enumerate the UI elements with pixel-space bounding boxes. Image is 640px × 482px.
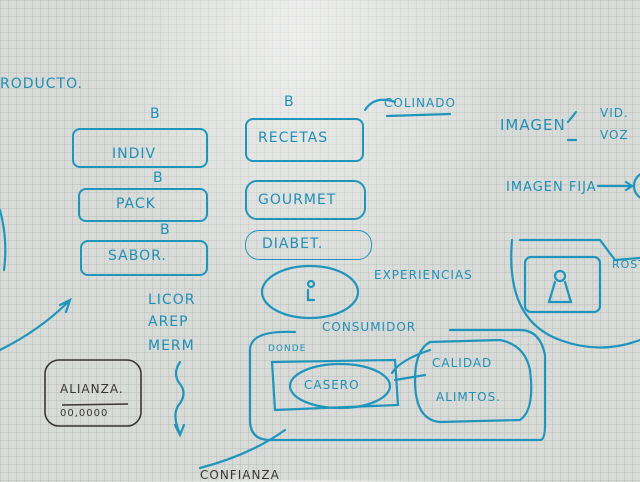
list-item: LICOR (148, 292, 196, 308)
box-recetas (245, 118, 364, 162)
mark-b: B (153, 170, 164, 186)
label-pack: PACK (116, 196, 156, 212)
label-imagen-fija: IMAGEN FIJA (506, 180, 597, 195)
label-alianza: ALIANZA. (60, 382, 124, 396)
label-rostro: ROSTRO (612, 258, 640, 271)
list-item: AREP (148, 314, 189, 330)
option-vid: VID. (600, 106, 629, 120)
label-experiencias: EXPERIENCIAS (374, 268, 473, 282)
mark-b: B (160, 222, 171, 238)
label-recetas: RECETAS (258, 130, 329, 146)
label-indiv: INDIV (112, 146, 157, 162)
note-text: COLINADO (384, 96, 456, 110)
list-item: MERM (148, 338, 195, 354)
label-sabor: SABOR. (108, 248, 167, 264)
mark-b: B (150, 106, 161, 122)
box-indiv (72, 128, 208, 168)
label-donde: DONDE (268, 344, 307, 354)
box-gourmet (245, 180, 366, 220)
heading-text: RODUCTO. (0, 76, 84, 92)
label-casero: CASERO (304, 378, 360, 392)
box-sabor (80, 240, 208, 276)
label-calidad: CALIDAD (432, 356, 493, 370)
label-imagen: IMAGEN (500, 116, 566, 134)
label-consumidor: CONSUMIDOR (322, 320, 417, 334)
alianza-value: 00,0000 (60, 408, 109, 419)
label-confianza: CONFIANZA (200, 468, 280, 482)
label-alimentos: ALIMTOS. (436, 390, 501, 404)
option-voz: VOZ (600, 128, 629, 142)
label-gourmet: GOURMET (258, 192, 337, 208)
label-diabet: DIABET. (262, 236, 324, 252)
mark-b: B (284, 94, 295, 110)
box-pack (78, 188, 208, 222)
box-diabet (245, 230, 372, 260)
